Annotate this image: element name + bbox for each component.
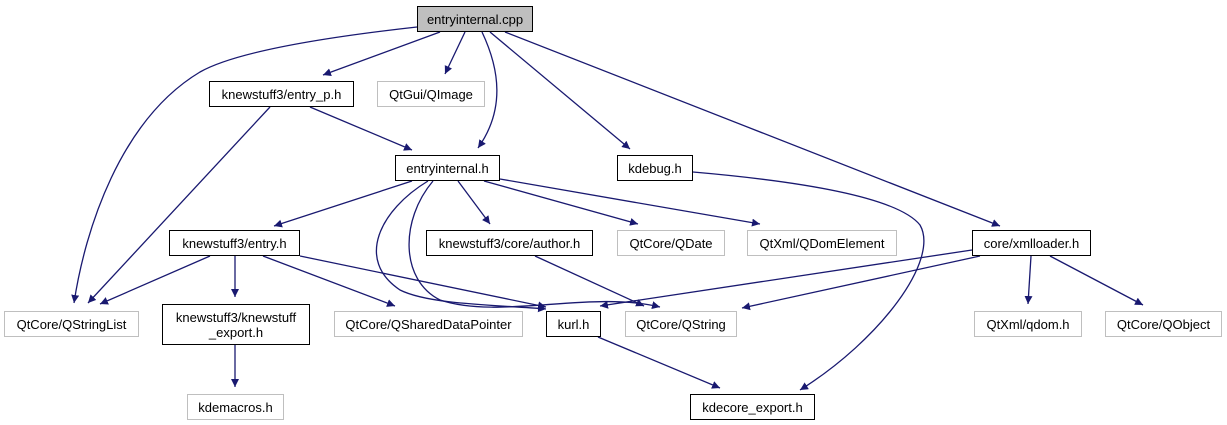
edge-author-h-to-qstring [534, 255, 645, 307]
edge-xmlloader-h-to-kurl-h [599, 249, 973, 309]
node-label: knewstuff3/knewstuff _export.h [175, 309, 297, 340]
node-qshareddatapointer: QtCore/QSharedDataPointer [334, 311, 523, 337]
edge-entry-h-to-kurl-h [299, 255, 547, 310]
node-kurl-h[interactable]: kurl.h [546, 311, 601, 337]
node-kdecore-export-h[interactable]: kdecore_export.h [690, 394, 815, 420]
edge-xmlloader-h-to-qobject [1049, 255, 1144, 306]
edge-kurl-h-to-kdecore-export-h [597, 336, 721, 389]
node-entryinternal-cpp[interactable]: entryinternal.cpp [417, 6, 533, 32]
node-entry-h[interactable]: knewstuff3/entry.h [169, 230, 300, 256]
node-qdate: QtCore/QDate [617, 230, 725, 256]
node-qobject: QtCore/QObject [1105, 311, 1222, 337]
edge-entryinternal-cpp-to-entry-p-h [322, 31, 441, 76]
node-kdebug-h[interactable]: kdebug.h [617, 155, 693, 181]
edge-xmlloader-h-to-qstring [741, 255, 981, 311]
node-label: kdecore_export.h [702, 399, 803, 415]
edge-entryinternal-cpp-to-entryinternal-h [477, 31, 498, 149]
node-label: QtXml/QDomElement [759, 235, 885, 251]
edge-entryinternal-h-to-qdate [483, 180, 639, 226]
edge-entry-h-to-qstringlist [99, 255, 211, 305]
node-label: knewstuff3/core/author.h [438, 235, 581, 251]
node-xmlloader-h[interactable]: core/xmlloader.h [972, 230, 1091, 256]
edge-kdebug-h-to-kdecore-export-h [692, 171, 925, 391]
node-label: knewstuff3/entry.h [182, 235, 287, 251]
edge-xmlloader-h-to-qdom-h [1024, 255, 1033, 305]
edge-entryinternal-cpp-to-qimage [444, 31, 466, 75]
node-label: QtCore/QSharedDataPointer [345, 316, 512, 332]
node-label: QtGui/QImage [389, 86, 473, 102]
node-author-h[interactable]: knewstuff3/core/author.h [426, 230, 593, 256]
edge-entryinternal-h-to-kurl-h [375, 180, 547, 313]
node-label: QtCore/QDate [629, 235, 713, 251]
node-label: kdebug.h [628, 160, 682, 176]
node-qdomelement: QtXml/QDomElement [747, 230, 897, 256]
edge-entry-p-h-to-entryinternal-h [309, 106, 413, 151]
edge-entryinternal-h-to-qstring [408, 180, 661, 310]
node-qimage: QtGui/QImage [377, 81, 485, 107]
edge-entryinternal-h-to-author-h [457, 180, 491, 225]
node-label: QtXml/qdom.h [986, 316, 1070, 332]
edge-entryinternal-cpp-to-qstringlist [71, 26, 418, 304]
node-qdom-h: QtXml/qdom.h [974, 311, 1082, 337]
node-label: QtCore/QObject [1116, 316, 1211, 332]
node-label: core/xmlloader.h [983, 235, 1080, 251]
node-qstring: QtCore/QString [625, 311, 737, 337]
edge-entryinternal-h-to-qdomelement [499, 178, 761, 227]
node-label: kurl.h [557, 316, 590, 332]
node-label: knewstuff3/entry_p.h [221, 86, 342, 102]
node-qstringlist: QtCore/QStringList [4, 311, 139, 337]
node-knewstuff-export-h[interactable]: knewstuff3/knewstuff _export.h [162, 304, 310, 345]
node-label: entryinternal.cpp [426, 11, 524, 27]
node-label: QtCore/QString [636, 316, 726, 332]
edge-entry-h-to-qshareddatapointer [262, 255, 396, 307]
node-label: QtCore/QStringList [16, 316, 127, 332]
node-label: kdemacros.h [198, 399, 273, 415]
edge-entryinternal-cpp-to-xmlloader-h [504, 31, 1001, 227]
node-kdemacros-h: kdemacros.h [187, 394, 284, 420]
edge-entryinternal-h-to-entry-h [273, 180, 413, 228]
node-entry-p-h[interactable]: knewstuff3/entry_p.h [209, 81, 354, 107]
edge-entryinternal-cpp-to-kdebug-h [489, 31, 631, 150]
node-entryinternal-h[interactable]: entryinternal.h [395, 155, 500, 181]
node-label: entryinternal.h [406, 160, 489, 176]
edge-entry-p-h-to-qstringlist [87, 106, 271, 304]
